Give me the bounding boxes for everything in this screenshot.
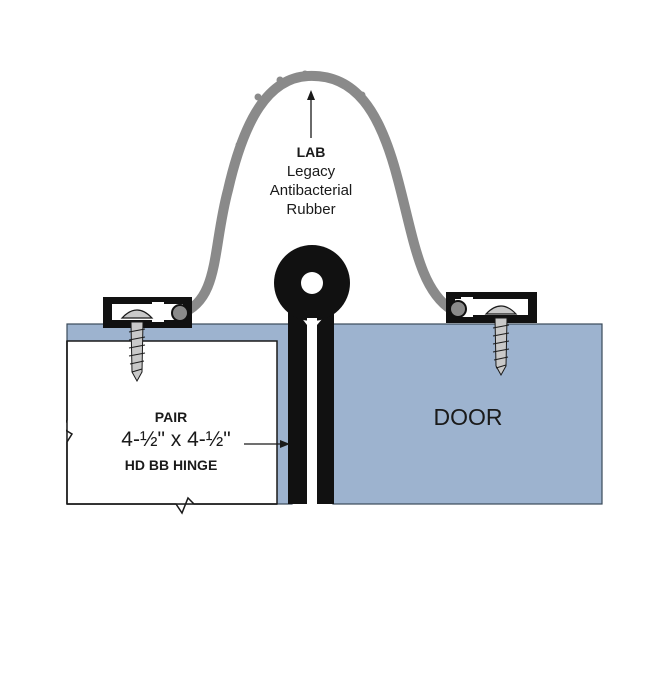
gasket-arc xyxy=(175,70,457,319)
screw-left-threads xyxy=(128,328,146,373)
hinge-pair-label: PAIR xyxy=(155,409,187,425)
hinge-leaf-gap xyxy=(307,318,317,504)
retainer-left xyxy=(103,297,192,383)
retainer-right xyxy=(446,292,537,377)
door-frame xyxy=(60,323,293,515)
door-label: DOOR xyxy=(434,404,503,430)
rubber-gasket xyxy=(175,70,457,319)
hinge-type-label: HD BB HINGE xyxy=(125,457,218,473)
frame-break-line-left xyxy=(60,341,74,504)
gasket-ribs xyxy=(222,70,404,204)
rubber-name-line3: Rubber xyxy=(286,201,335,218)
gasket-bulb-left xyxy=(171,304,189,322)
hinge-knuckle xyxy=(274,245,350,504)
hinge-pin xyxy=(301,272,323,294)
door-panel xyxy=(332,323,603,505)
frame-white-body xyxy=(66,340,278,505)
frame-break-mask-left xyxy=(60,420,66,442)
rubber-code-label: LAB xyxy=(297,144,326,160)
screw-right-threads xyxy=(492,324,510,369)
retainer-left-slot xyxy=(152,302,164,322)
gasket-bulb-right xyxy=(449,300,467,318)
rubber-callout-arrow xyxy=(307,90,315,138)
screw-right-shank xyxy=(494,317,508,377)
screw-left-head xyxy=(120,309,154,319)
screw-right-head xyxy=(484,305,518,315)
frame-break-line-bottom xyxy=(67,496,277,515)
hinge-leaf-left xyxy=(288,300,307,504)
hinge-leaf-right xyxy=(317,305,334,504)
hinge-callout-arrow xyxy=(244,440,290,448)
hinge-size-label: 4-½" x 4-½" xyxy=(121,428,230,451)
rubber-name-line2: Antibacterial xyxy=(270,182,353,199)
rubber-name-line1: Legacy xyxy=(287,163,336,180)
retainer-left-channel xyxy=(103,297,192,328)
